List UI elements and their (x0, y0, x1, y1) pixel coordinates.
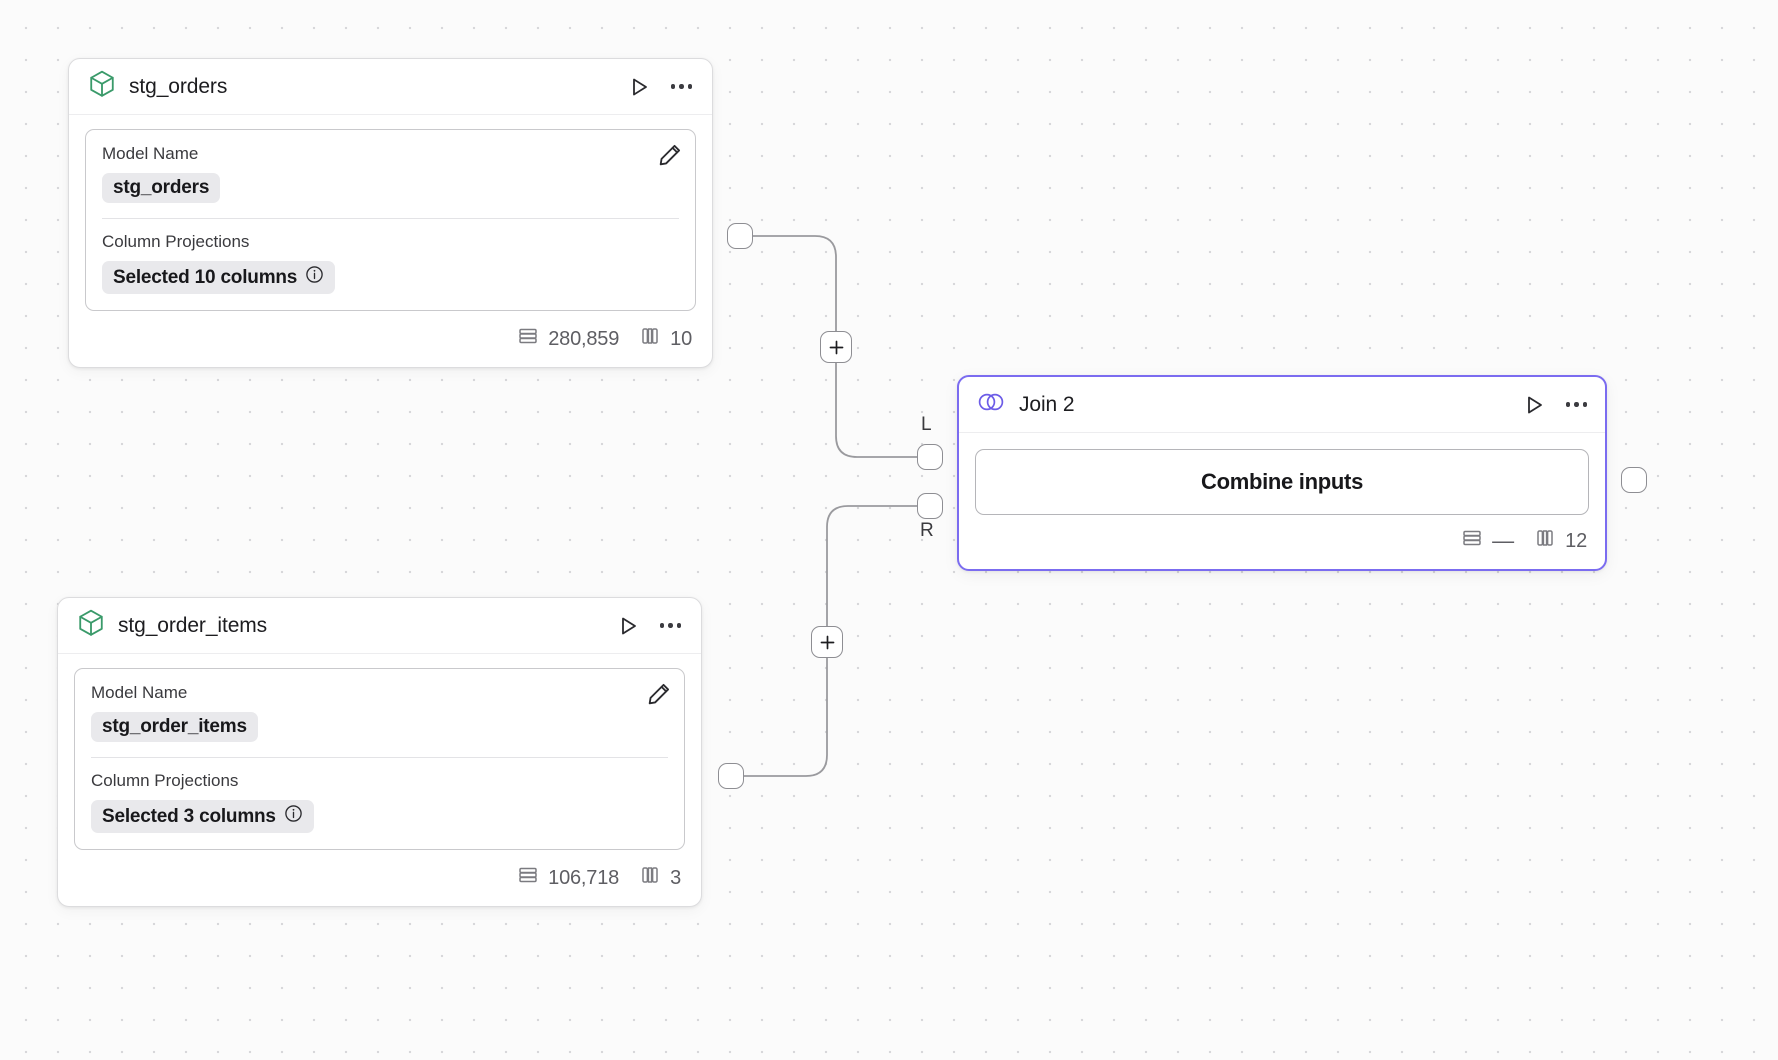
rows-icon (517, 864, 539, 892)
output-port-stg-orders[interactable] (727, 223, 753, 249)
more-options-icon[interactable] (669, 78, 695, 95)
add-node-button-upper[interactable] (820, 331, 852, 363)
combine-inputs-button[interactable]: Combine inputs (975, 449, 1589, 515)
rows-value: 280,859 (548, 327, 620, 350)
row-count-stat: — (1461, 527, 1514, 555)
columns-value: 3 (670, 866, 681, 889)
node-stg-order-items[interactable]: stg_order_items (57, 597, 702, 907)
more-options-icon[interactable] (1564, 396, 1590, 413)
input-port-join-left[interactable] (917, 444, 943, 470)
input-port-join-right[interactable] (917, 493, 943, 519)
edit-pencil-icon[interactable] (657, 142, 683, 173)
output-port-join-2[interactable] (1621, 467, 1647, 493)
field-value-model-name[interactable]: stg_order_items (91, 712, 258, 742)
column-count-stat: 3 (639, 864, 681, 892)
row-count-stat: 106,718 (517, 864, 619, 892)
columns-icon (639, 325, 661, 353)
field-value-column-projections[interactable]: Selected 3 columns (91, 800, 314, 833)
chip-text: stg_orders (113, 177, 210, 198)
venn-join-icon (977, 391, 1005, 418)
node-header: stg_order_items (58, 598, 701, 654)
node-stg-orders[interactable]: stg_orders (68, 58, 713, 368)
chip-text: Selected 10 columns (113, 266, 298, 288)
cube-icon (89, 70, 115, 103)
field-label-column-projections: Column Projections (91, 771, 239, 790)
info-icon[interactable] (305, 265, 324, 290)
add-node-button-lower[interactable] (811, 626, 843, 658)
run-icon[interactable] (627, 75, 651, 99)
node-body: Model Name stg_orders Column Projections… (69, 115, 712, 323)
chip-text: Selected 3 columns (102, 805, 276, 827)
rows-icon (517, 325, 539, 353)
columns-value: 12 (1565, 529, 1587, 552)
field-value-model-name[interactable]: stg_orders (102, 173, 221, 203)
node-footer-stats: 280,859 10 (69, 323, 712, 367)
run-icon[interactable] (616, 614, 640, 638)
node-header: Join 2 (959, 377, 1605, 433)
columns-icon (1534, 527, 1556, 555)
field-value-column-projections[interactable]: Selected 10 columns (102, 261, 336, 294)
column-count-stat: 12 (1534, 527, 1587, 555)
node-header: stg_orders (69, 59, 712, 115)
rows-value: 106,718 (548, 866, 620, 889)
input-port-label-right: R (920, 520, 934, 541)
rows-icon (1461, 527, 1483, 555)
node-title: stg_order_items (118, 613, 268, 637)
run-icon[interactable] (1522, 393, 1546, 417)
node-body: Model Name stg_order_items Column Projec… (58, 654, 701, 862)
output-port-stg-order-items[interactable] (718, 763, 744, 789)
chip-text: stg_order_items (102, 716, 247, 737)
more-options-icon[interactable] (658, 617, 684, 634)
edit-pencil-icon[interactable] (646, 681, 672, 712)
model-config-card: Model Name stg_order_items Column Projec… (74, 668, 685, 850)
field-divider (102, 218, 679, 219)
row-count-stat: 280,859 (517, 325, 619, 353)
field-divider (91, 757, 668, 758)
columns-icon (639, 864, 661, 892)
model-config-card: Model Name stg_orders Column Projections… (85, 129, 696, 311)
input-port-label-left: L (921, 414, 932, 435)
columns-value: 10 (670, 327, 692, 350)
field-label-column-projections: Column Projections (102, 232, 250, 251)
node-footer-stats: — 12 (959, 525, 1605, 569)
rows-value: — (1492, 528, 1515, 553)
node-join-2[interactable]: Join 2 Combine inputs (957, 375, 1607, 571)
node-footer-stats: 106,718 3 (58, 862, 701, 906)
cube-icon (78, 609, 104, 642)
node-title: Join 2 (1019, 392, 1075, 416)
field-label-model-name: Model Name (91, 683, 188, 702)
column-count-stat: 10 (639, 325, 692, 353)
field-label-model-name: Model Name (102, 144, 199, 163)
info-icon[interactable] (284, 804, 303, 829)
node-body: Combine inputs (959, 433, 1605, 525)
node-title: stg_orders (129, 74, 228, 98)
